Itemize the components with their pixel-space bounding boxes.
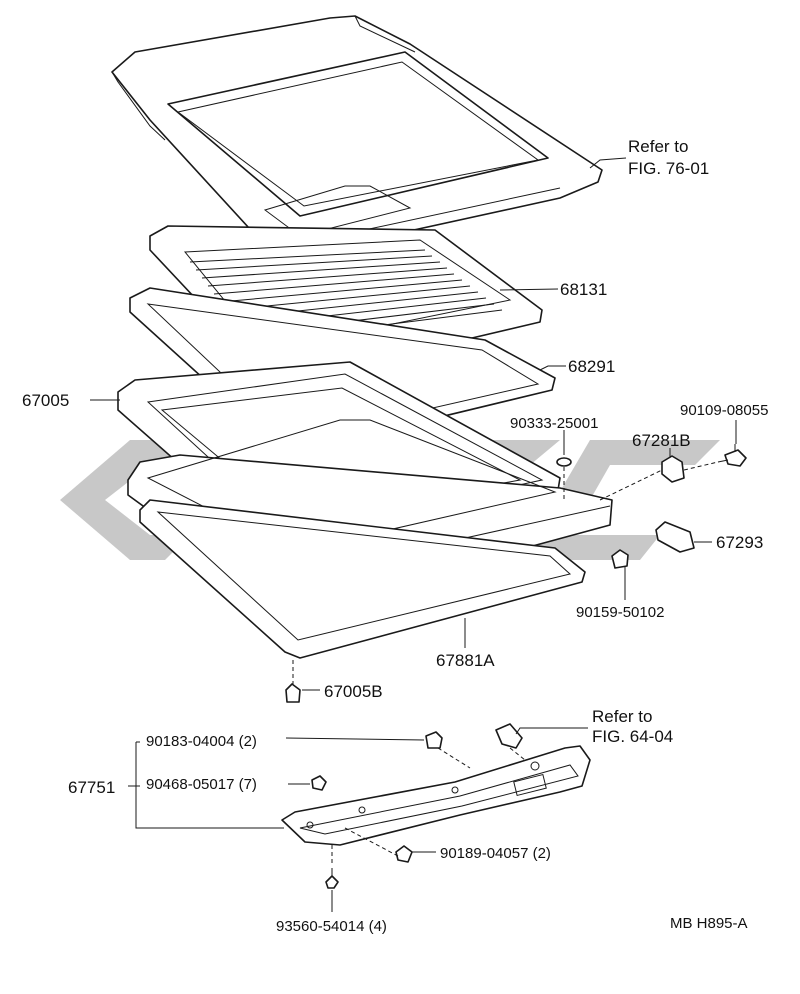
screw-93560 (325, 868, 339, 889)
bracket-67281b (661, 455, 685, 483)
label-90183-04004: 90183-04004 (2) (146, 733, 257, 750)
clip-67005b (285, 683, 301, 703)
clip-90189 (395, 845, 413, 863)
lower-seal (139, 499, 586, 659)
console-switch (513, 773, 547, 797)
label-refer-6404-line2: FIG. 64-04 (592, 727, 673, 746)
label-93560-54014: 93560-54014 (4) (276, 918, 387, 935)
washer-90333 (556, 457, 572, 467)
bracket-67293 (655, 521, 695, 553)
label-90109-08055: 90109-08055 (680, 402, 768, 419)
leader-lines (90, 157, 737, 912)
label-90333-25001: 90333-25001 (510, 415, 598, 432)
diagram-code: MB H895-A (670, 915, 748, 932)
label-67293: 67293 (716, 533, 763, 552)
label-67751: 67751 (68, 778, 115, 797)
label-67005b: 67005B (324, 682, 383, 701)
label-68291: 68291 (568, 357, 615, 376)
label-67281b: 67281B (632, 431, 691, 450)
bolt-90159 (611, 549, 629, 569)
clip-90468 (311, 775, 327, 791)
label-90468-05017: 90468-05017 (7) (146, 776, 257, 793)
label-refer-7601-line1: Refer to (628, 137, 688, 156)
headliner-console (281, 745, 591, 846)
label-68131: 68131 (560, 280, 607, 299)
label-90189-04057: 90189-04057 (2) (440, 845, 551, 862)
label-90159-50102: 90159-50102 (576, 604, 664, 621)
label-67881a: 67881A (436, 651, 495, 670)
bolt-90109 (717, 444, 747, 467)
clip-90183 (425, 731, 443, 749)
label-refer-7601-line2: FIG. 76-01 (628, 159, 709, 178)
bracket-fig6404 (495, 723, 523, 749)
label-67005: 67005 (22, 391, 69, 410)
label-refer-6404-line1: Refer to (592, 707, 652, 726)
